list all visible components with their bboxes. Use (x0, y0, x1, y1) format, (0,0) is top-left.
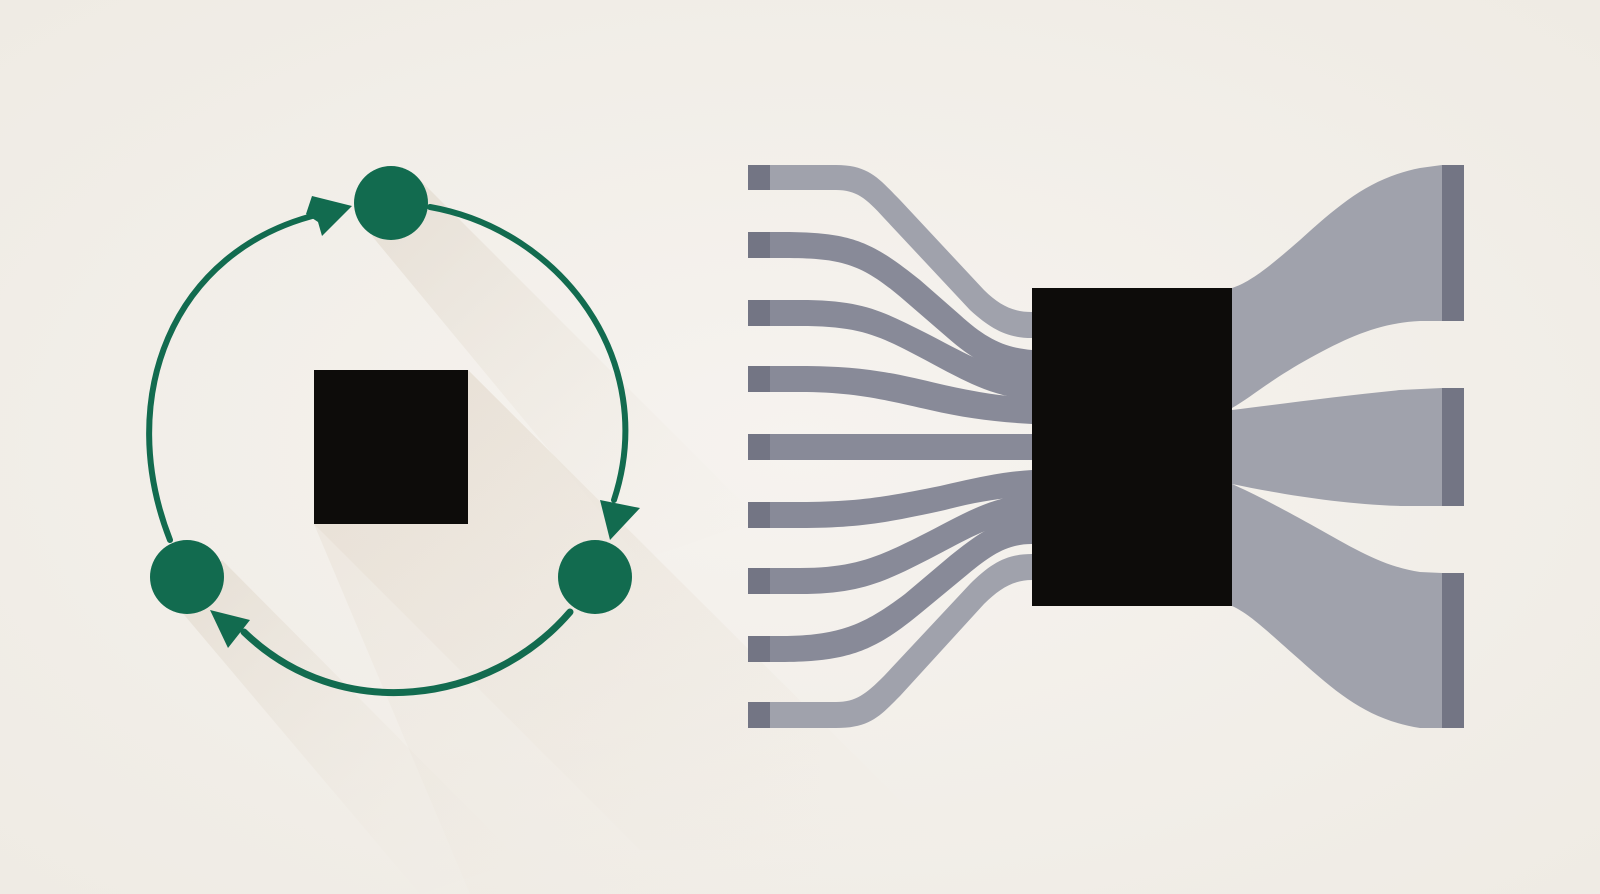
arrowhead-right-to-left (210, 610, 250, 648)
input-ribbon-2 (770, 232, 1032, 376)
arrowhead-top-to-right (600, 500, 640, 540)
output-flow-top (1232, 165, 1442, 408)
input-port-6 (748, 502, 770, 528)
output-flow-bottom (1232, 484, 1442, 728)
input-ribbon-8 (770, 518, 1032, 662)
input-ports (748, 165, 770, 728)
output-port-middle (1442, 388, 1464, 506)
input-port-4 (748, 366, 770, 392)
top-node-shadow (372, 180, 760, 560)
input-port-9 (748, 702, 770, 728)
input-ribbon-7 (770, 494, 1032, 594)
cycle-node-top (354, 166, 428, 240)
arc-top-to-right (427, 204, 629, 503)
output-port-bottom (1442, 573, 1464, 728)
cycle-node-left (150, 540, 224, 614)
arc-left-to-top (146, 211, 323, 543)
cycle-diagram (146, 166, 950, 894)
arrowhead-left-to-top (306, 196, 352, 236)
input-port-1 (748, 165, 770, 190)
input-ribbon-6 (770, 470, 1032, 528)
cycle-center-block (314, 370, 468, 524)
input-port-2 (748, 232, 770, 258)
input-ribbon-4 (770, 366, 1032, 424)
input-ribbon-5 (770, 434, 1032, 460)
flow-diagram (748, 165, 1464, 728)
input-port-3 (748, 300, 770, 326)
cycle-node-right (558, 540, 632, 614)
center-block-shadow-main (314, 370, 820, 894)
arc-right-to-left (240, 608, 574, 696)
input-port-8 (748, 636, 770, 662)
output-ports (1442, 165, 1464, 728)
output-port-top (1442, 165, 1464, 321)
input-ribbon-9 (770, 554, 1032, 728)
flow-center-block (1032, 288, 1232, 606)
input-port-7 (748, 568, 770, 594)
input-port-5 (748, 434, 770, 460)
left-node-shadow (180, 560, 520, 894)
input-ribbon-3 (770, 300, 1032, 400)
output-flow-middle (1232, 388, 1442, 506)
input-ribbon-1 (770, 165, 1032, 338)
